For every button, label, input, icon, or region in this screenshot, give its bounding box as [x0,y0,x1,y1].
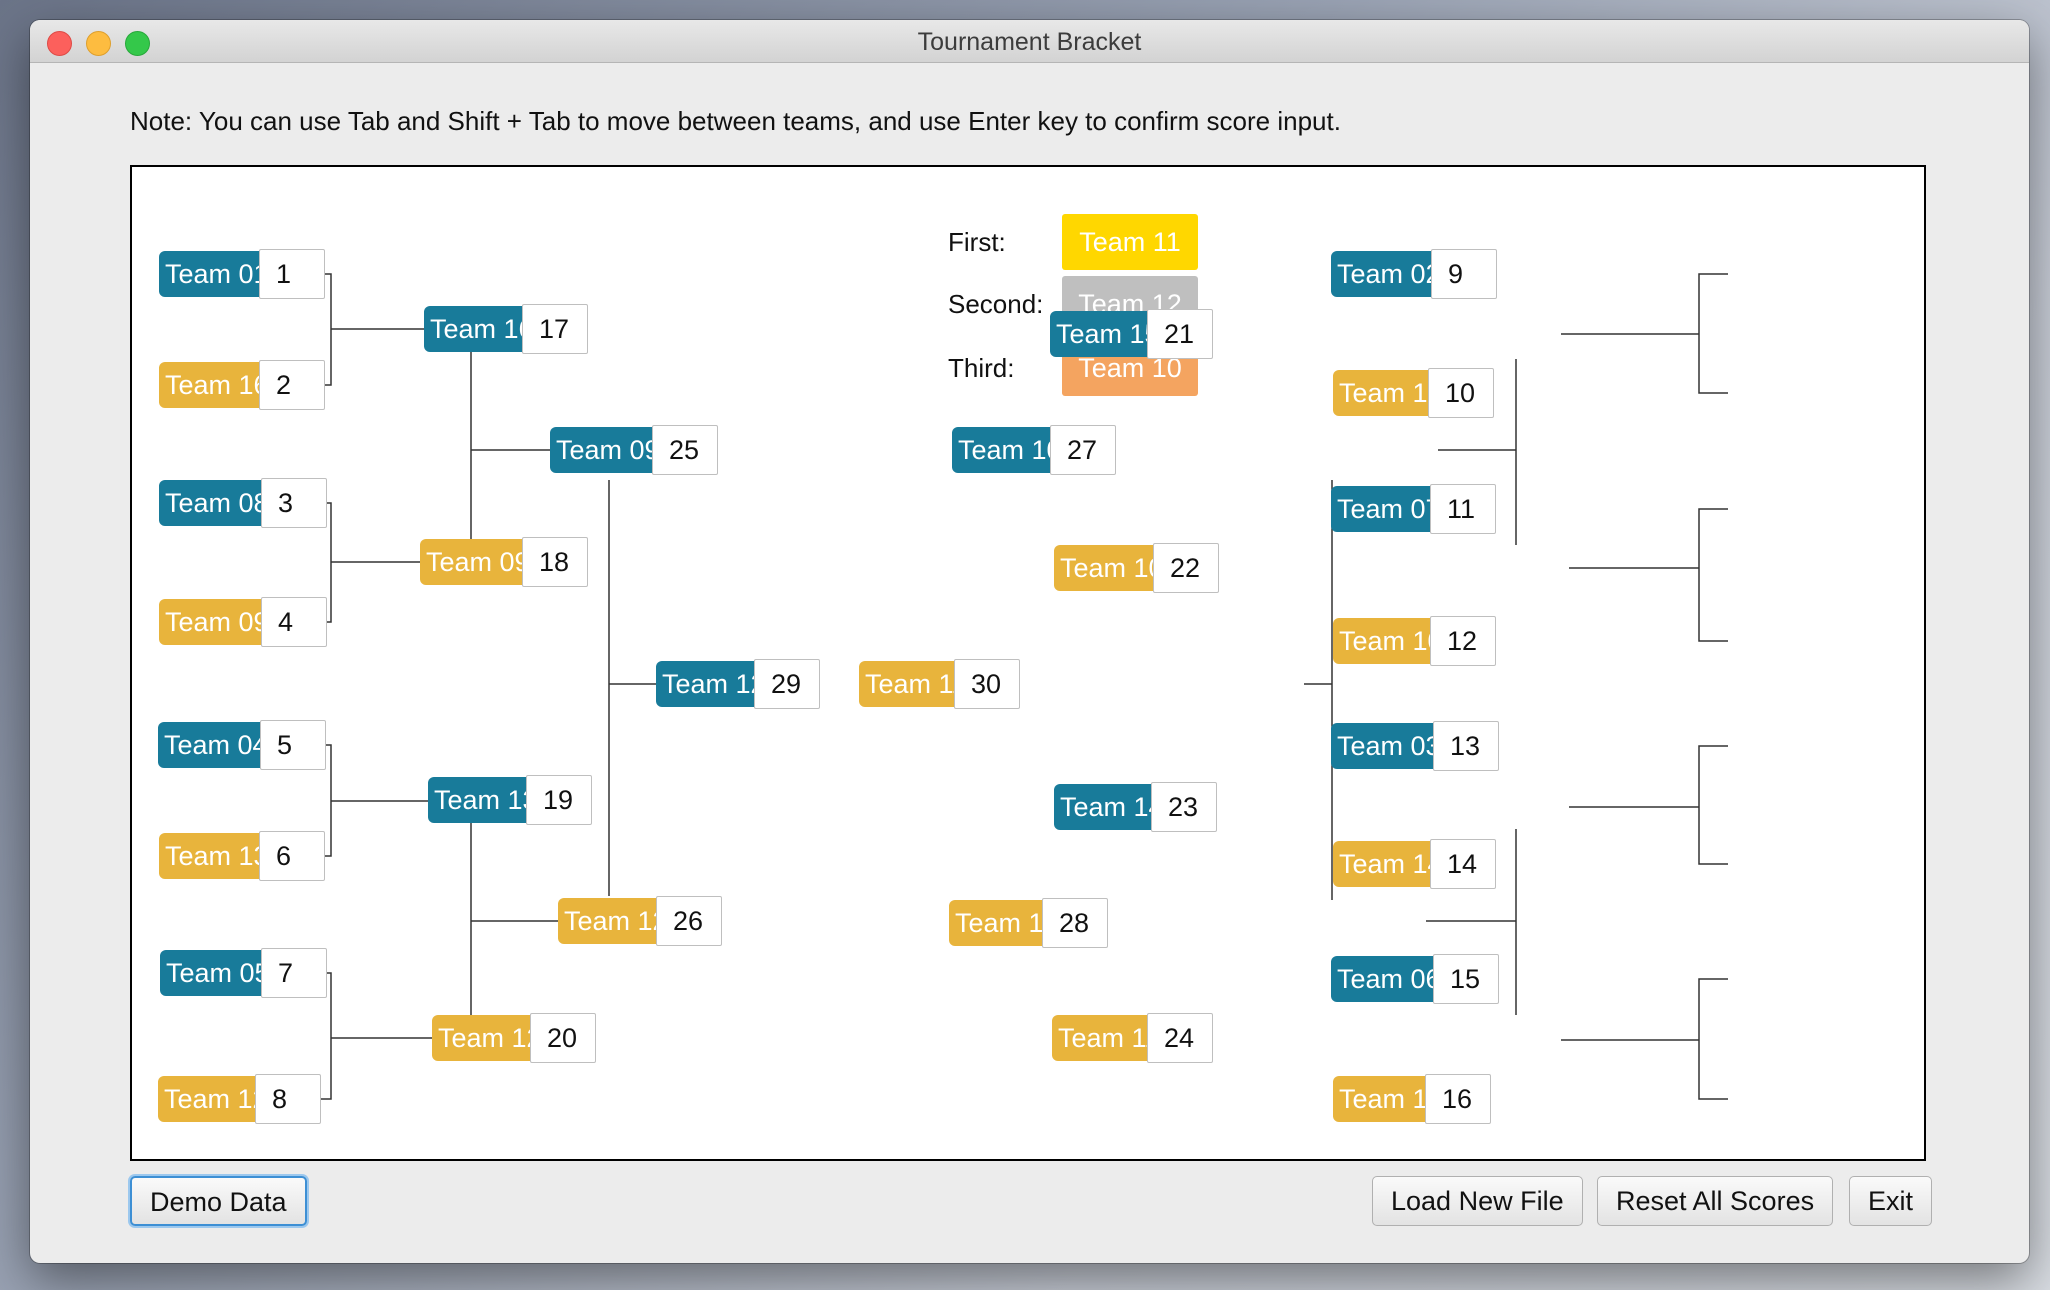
sf-score-1[interactable]: 25 [652,425,718,475]
r1-team-12[interactable]: Team 10 [1333,618,1449,664]
r1-team-9[interactable]: Team 02 [1331,251,1447,297]
final-score-1[interactable]: 29 [754,659,820,709]
qf-score-6[interactable]: 22 [1153,543,1219,593]
bracket-panel: First: Team 11 Second: Team 12 Third: Te… [130,165,1926,1161]
r1-score-11[interactable]: 11 [1430,484,1496,534]
qf-score-1[interactable]: 17 [522,304,588,354]
sf-score-2[interactable]: 26 [656,896,722,946]
qf-team-6[interactable]: Team 10 [1054,545,1170,591]
qf-team-1[interactable]: Team 16 [424,306,540,352]
r1-score-6[interactable]: 6 [259,831,325,881]
qf-score-3[interactable]: 19 [526,775,592,825]
r1-score-8[interactable]: 8 [255,1074,321,1124]
r1-team-14[interactable]: Team 14 [1333,841,1449,887]
reset-all-scores-button[interactable]: Reset All Scores [1597,1176,1834,1226]
second-place-label: Second: [948,289,1044,319]
r1-team-2[interactable]: Team 16 [159,362,275,408]
r1-score-3[interactable]: 3 [261,478,327,528]
r1-team-5[interactable]: Team 04 [158,722,274,768]
r1-score-16[interactable]: 16 [1425,1074,1491,1124]
r1-score-13[interactable]: 13 [1433,721,1499,771]
r1-team-3[interactable]: Team 08 [159,480,275,526]
final-score-2[interactable]: 30 [954,659,1020,709]
r1-score-14[interactable]: 14 [1430,839,1496,889]
close-window-button[interactable] [47,31,72,56]
qf-team-2[interactable]: Team 09 [420,539,536,585]
sf-team-1[interactable]: Team 09 [550,427,666,473]
load-new-file-button[interactable]: Load New File [1372,1176,1583,1226]
qf-score-7[interactable]: 23 [1151,782,1217,832]
first-place-label: First: [948,227,1006,257]
r1-team-1[interactable]: Team 01 [159,251,275,297]
r1-score-1[interactable]: 1 [259,249,325,299]
r1-team-7[interactable]: Team 05 [160,950,276,996]
demo-data-button[interactable]: Demo Data [130,1176,307,1226]
sf-team-3[interactable]: Team 10 [952,427,1068,473]
zoom-window-button[interactable] [125,31,150,56]
first-place-team: Team 11 [1062,214,1198,270]
r1-team-8[interactable]: Team 12 [158,1076,274,1122]
title-bar[interactable]: Tournament Bracket [30,20,2029,63]
r1-team-6[interactable]: Team 13 [159,833,275,879]
r1-score-9[interactable]: 9 [1431,249,1497,299]
qf-team-4[interactable]: Team 12 [432,1015,548,1061]
sf-team-2[interactable]: Team 12 [558,898,674,944]
sf-score-3[interactable]: 27 [1050,425,1116,475]
qf-team-7[interactable]: Team 14 [1054,784,1170,830]
r1-score-7[interactable]: 7 [261,948,327,998]
qf-score-2[interactable]: 18 [522,537,588,587]
instructions-note: Note: You can use Tab and Shift + Tab to… [130,106,1341,136]
final-team-1[interactable]: Team 12 [656,661,772,707]
exit-button[interactable]: Exit [1849,1176,1933,1226]
window-title: Tournament Bracket [917,28,1142,56]
qf-team-3[interactable]: Team 13 [428,777,544,823]
app-window: Tournament Bracket Note: You can use Tab… [30,20,2029,1263]
r1-score-15[interactable]: 15 [1433,954,1499,1004]
final-team-2[interactable]: Team 11 [859,661,973,707]
third-place-label: Third: [948,353,1015,383]
r1-score-4[interactable]: 4 [261,597,327,647]
minimize-window-button[interactable] [86,31,111,56]
r1-team-13[interactable]: Team 03 [1331,723,1447,769]
r1-score-10[interactable]: 10 [1428,368,1494,418]
qf-score-4[interactable]: 20 [530,1013,596,1063]
r1-score-5[interactable]: 5 [260,720,326,770]
qf-score-8[interactable]: 24 [1147,1013,1213,1063]
r1-team-11[interactable]: Team 07 [1331,486,1447,532]
qf-team-8[interactable]: Team 11 [1052,1015,1166,1061]
qf-team-5[interactable]: Team 15 [1050,311,1166,357]
r1-team-4[interactable]: Team 09 [159,599,275,645]
r1-score-2[interactable]: 2 [259,360,325,410]
r1-team-15[interactable]: Team 06 [1331,956,1447,1002]
r1-score-12[interactable]: 12 [1430,616,1496,666]
qf-score-5[interactable]: 21 [1147,309,1213,359]
sf-score-4[interactable]: 28 [1042,898,1108,948]
